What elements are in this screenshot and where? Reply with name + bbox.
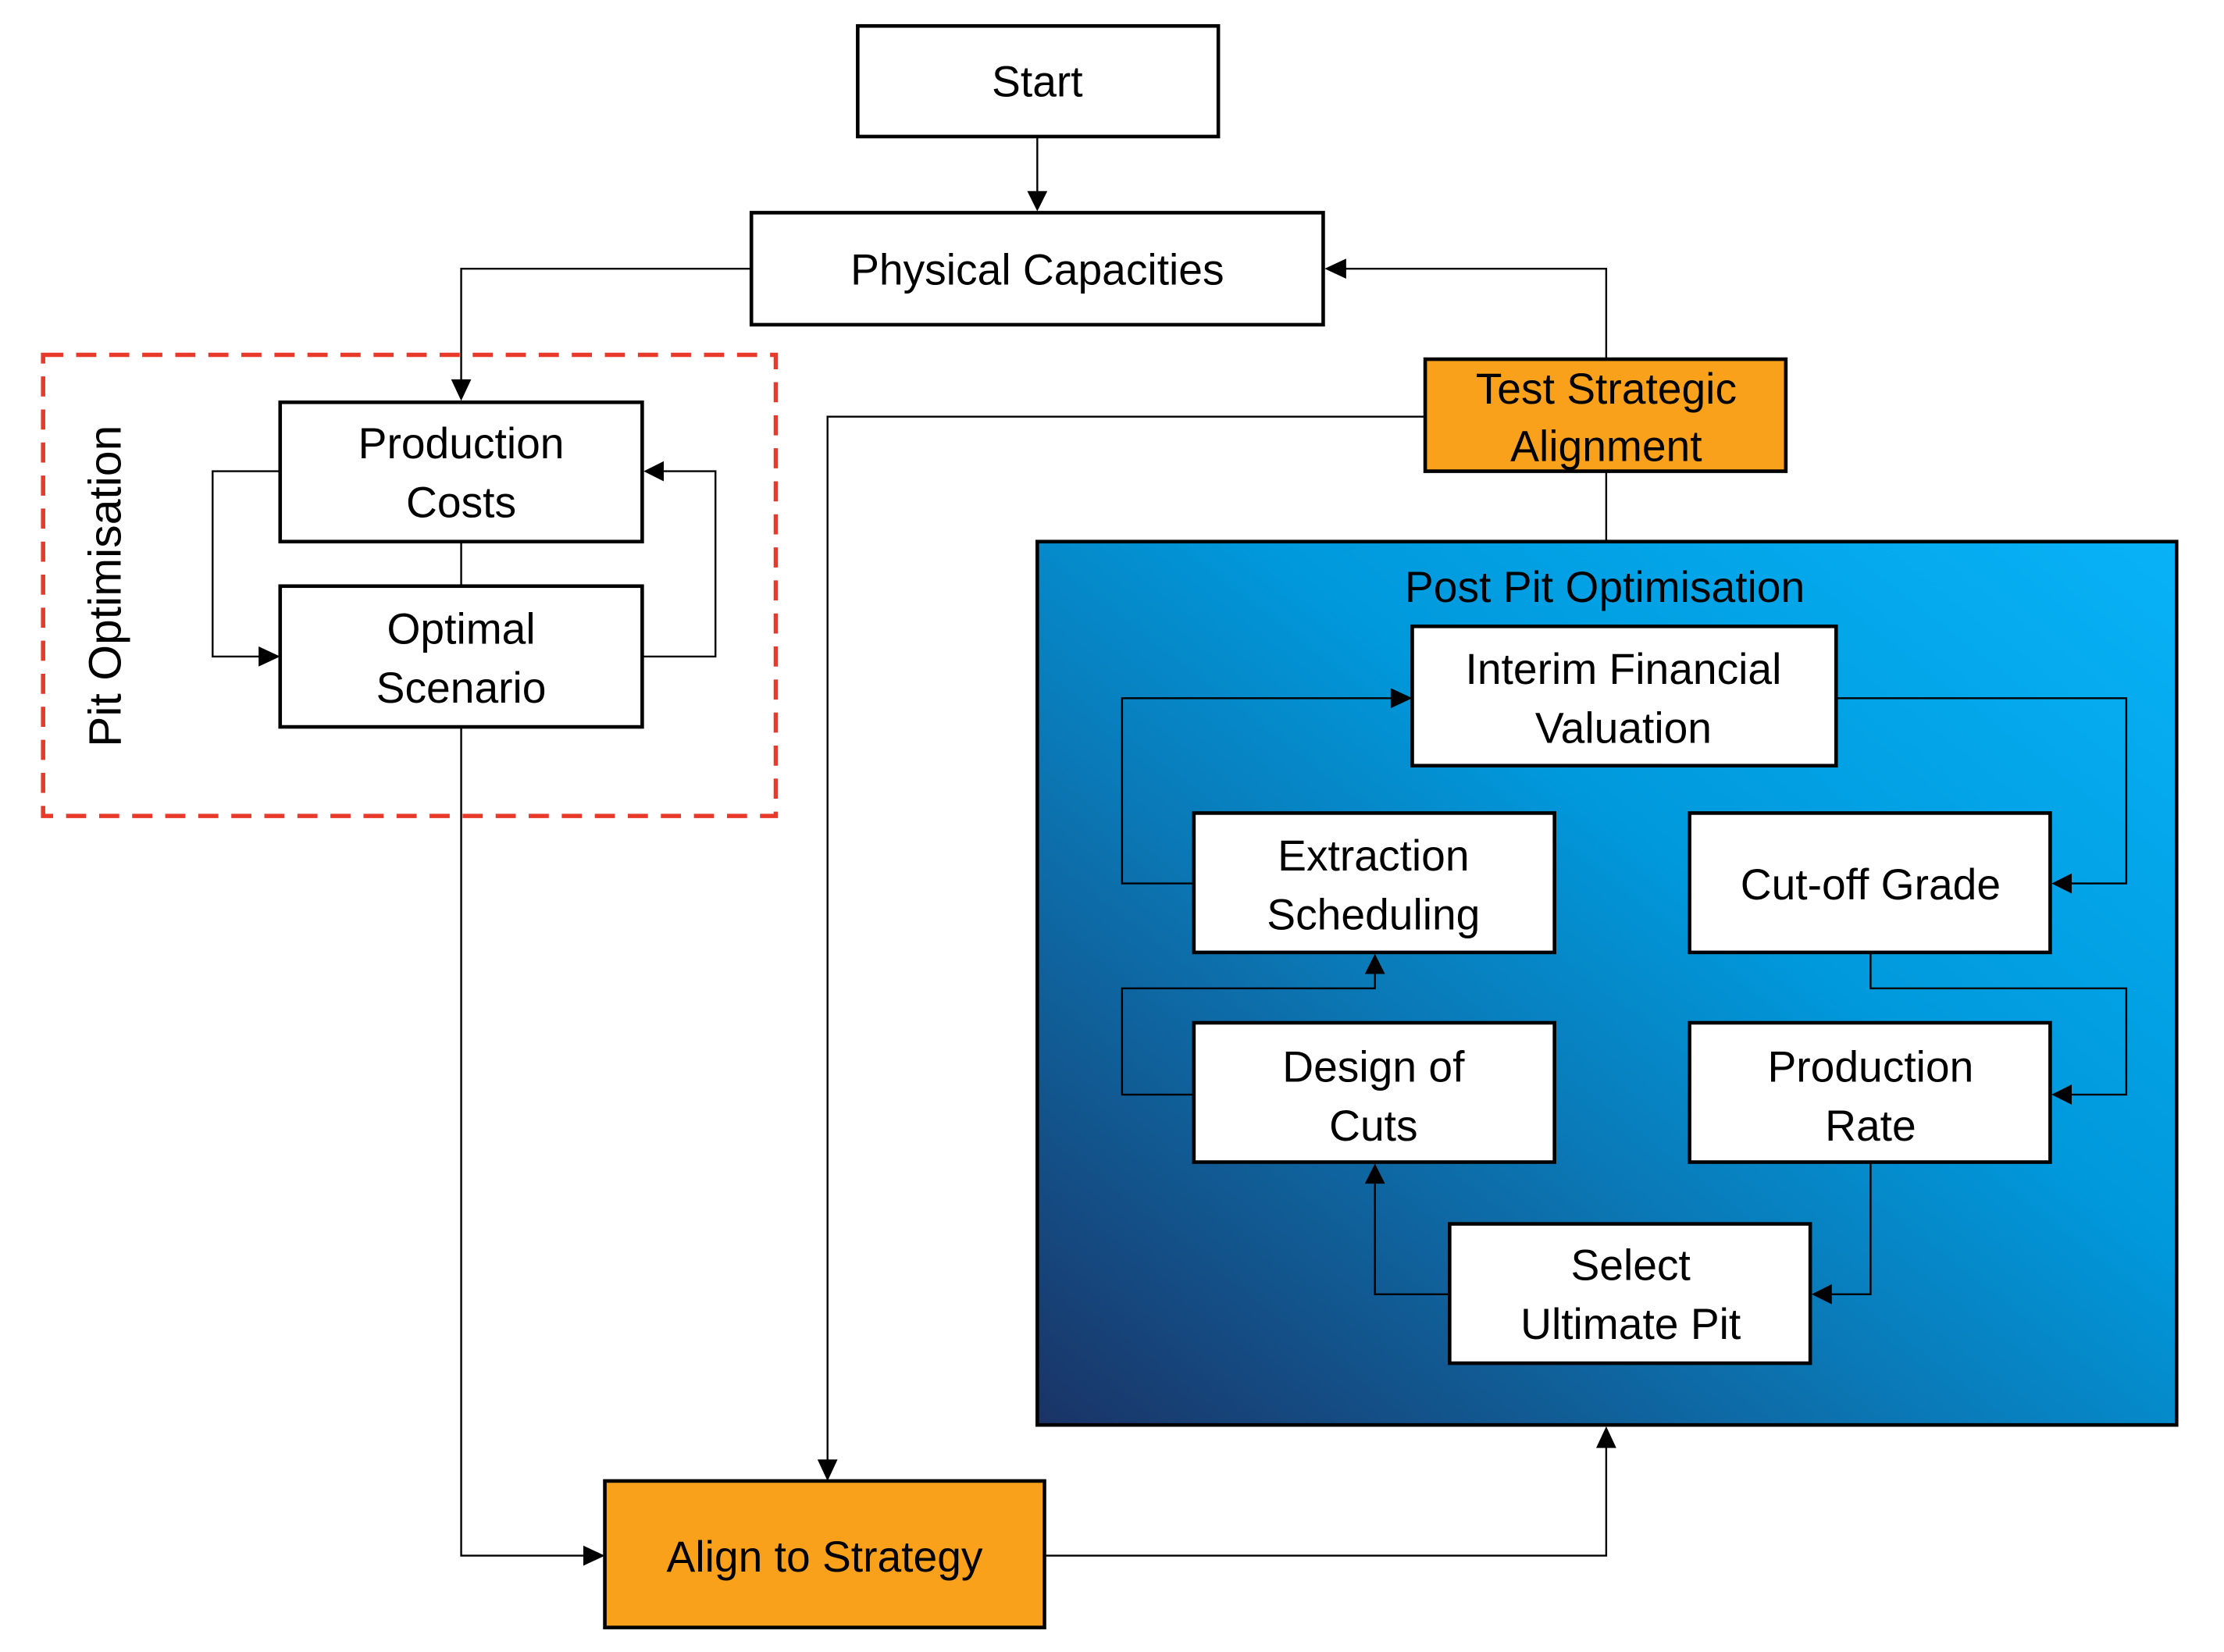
arrow-head-icon [643,461,664,482]
post-pit-optimisation-label: Post Pit Optimisation [1405,563,1805,611]
arrow-head-icon [583,1545,605,1566]
node-interim-financial-valuation-line1: Interim Financial [1466,645,1782,693]
node-optimal-scenario-line2: Scenario [376,664,547,712]
node-select-ultimate-pit-line1: Select [1570,1241,1690,1289]
node-cut-off-grade[interactable]: Cut-off Grade [1688,811,2052,955]
arrow-head-icon [817,1459,838,1481]
connector-select-to-design [1374,1175,1450,1295]
arrow-head-icon [1390,688,1413,709]
node-physical-capacities[interactable]: Physical Capacities [749,211,1325,327]
node-optimal-scenario[interactable]: Optimal Scenario [278,584,644,729]
node-extraction-scheduling[interactable]: Extraction Scheduling [1192,811,1556,955]
node-production-costs-line2: Costs [406,478,516,526]
node-select-ultimate-pit[interactable]: Select Ultimate Pit [1448,1222,1812,1365]
arrow-head-icon [451,379,472,401]
node-optimal-scenario-line1: Optimal [387,604,536,653]
arrow-head-icon [258,646,280,667]
node-start[interactable]: Start [856,23,1221,139]
node-select-ultimate-pit-line2: Ultimate Pit [1520,1300,1741,1348]
node-start-label: Start [992,57,1083,105]
node-test-strategic-alignment-line1: Test Strategic [1476,365,1737,413]
node-production-rate-line2: Rate [1825,1102,1916,1150]
connector-extraction-to-interim [1121,697,1399,885]
connector-optimal-to-align [460,727,592,1557]
node-test-strategic-alignment[interactable]: Test Strategic Alignment [1423,357,1788,473]
connector-production-loop-left [212,470,287,658]
connector-test-to-align [826,415,1426,1469]
connector-production-rate-to-select [1823,1162,1872,1295]
connector-optimal-loop-right [642,470,717,658]
pit-optimisation-group [41,352,779,818]
node-production-rate[interactable]: Production Rate [1688,1020,2052,1164]
connectors [212,136,2128,1566]
node-interim-financial-valuation[interactable]: Interim Financial Valuation [1410,624,1838,768]
connector-align-to-post-pit [1044,1437,1608,1557]
arrow-head-icon [1364,953,1385,974]
node-design-of-cuts-line2: Cuts [1329,1102,1417,1150]
arrow-head-icon [2051,873,2072,894]
node-align-to-strategy-label: Align to Strategy [667,1533,983,1581]
arrow-head-icon [1027,190,1048,212]
node-production-costs[interactable]: Production Costs [278,400,644,544]
node-interim-financial-valuation-line2: Valuation [1535,703,1712,752]
arrow-head-icon [1364,1163,1385,1184]
connector-cutoff-to-production-rate [1869,952,2128,1096]
arrow-head-icon [2051,1084,2072,1105]
connector-interim-to-cutoff [1836,697,2128,885]
arrow-head-icon [1811,1284,1832,1305]
node-production-costs-line1: Production [358,419,565,468]
node-design-of-cuts[interactable]: Design of Cuts [1192,1020,1556,1164]
node-align-to-strategy[interactable]: Align to Strategy [603,1479,1046,1629]
pit-optimisation-label: Pit Optimisation [80,425,131,747]
node-extraction-scheduling-line1: Extraction [1278,831,1469,880]
node-production-rate-line1: Production [1767,1042,1973,1091]
connector-design-to-extraction [1121,965,1376,1096]
node-design-of-cuts-line1: Design of [1282,1042,1465,1091]
connector-test-to-physical [1336,267,1608,360]
connector-physical-to-production-costs [460,267,752,388]
node-extraction-scheduling-line2: Scheduling [1267,890,1480,938]
node-physical-capacities-label: Physical Capacities [850,245,1224,294]
node-cut-off-grade-label: Cut-off Grade [1741,860,2001,909]
node-test-strategic-alignment-line2: Alignment [1510,422,1702,471]
arrow-head-icon [1324,258,1346,279]
arrow-head-icon [1596,1426,1616,1448]
